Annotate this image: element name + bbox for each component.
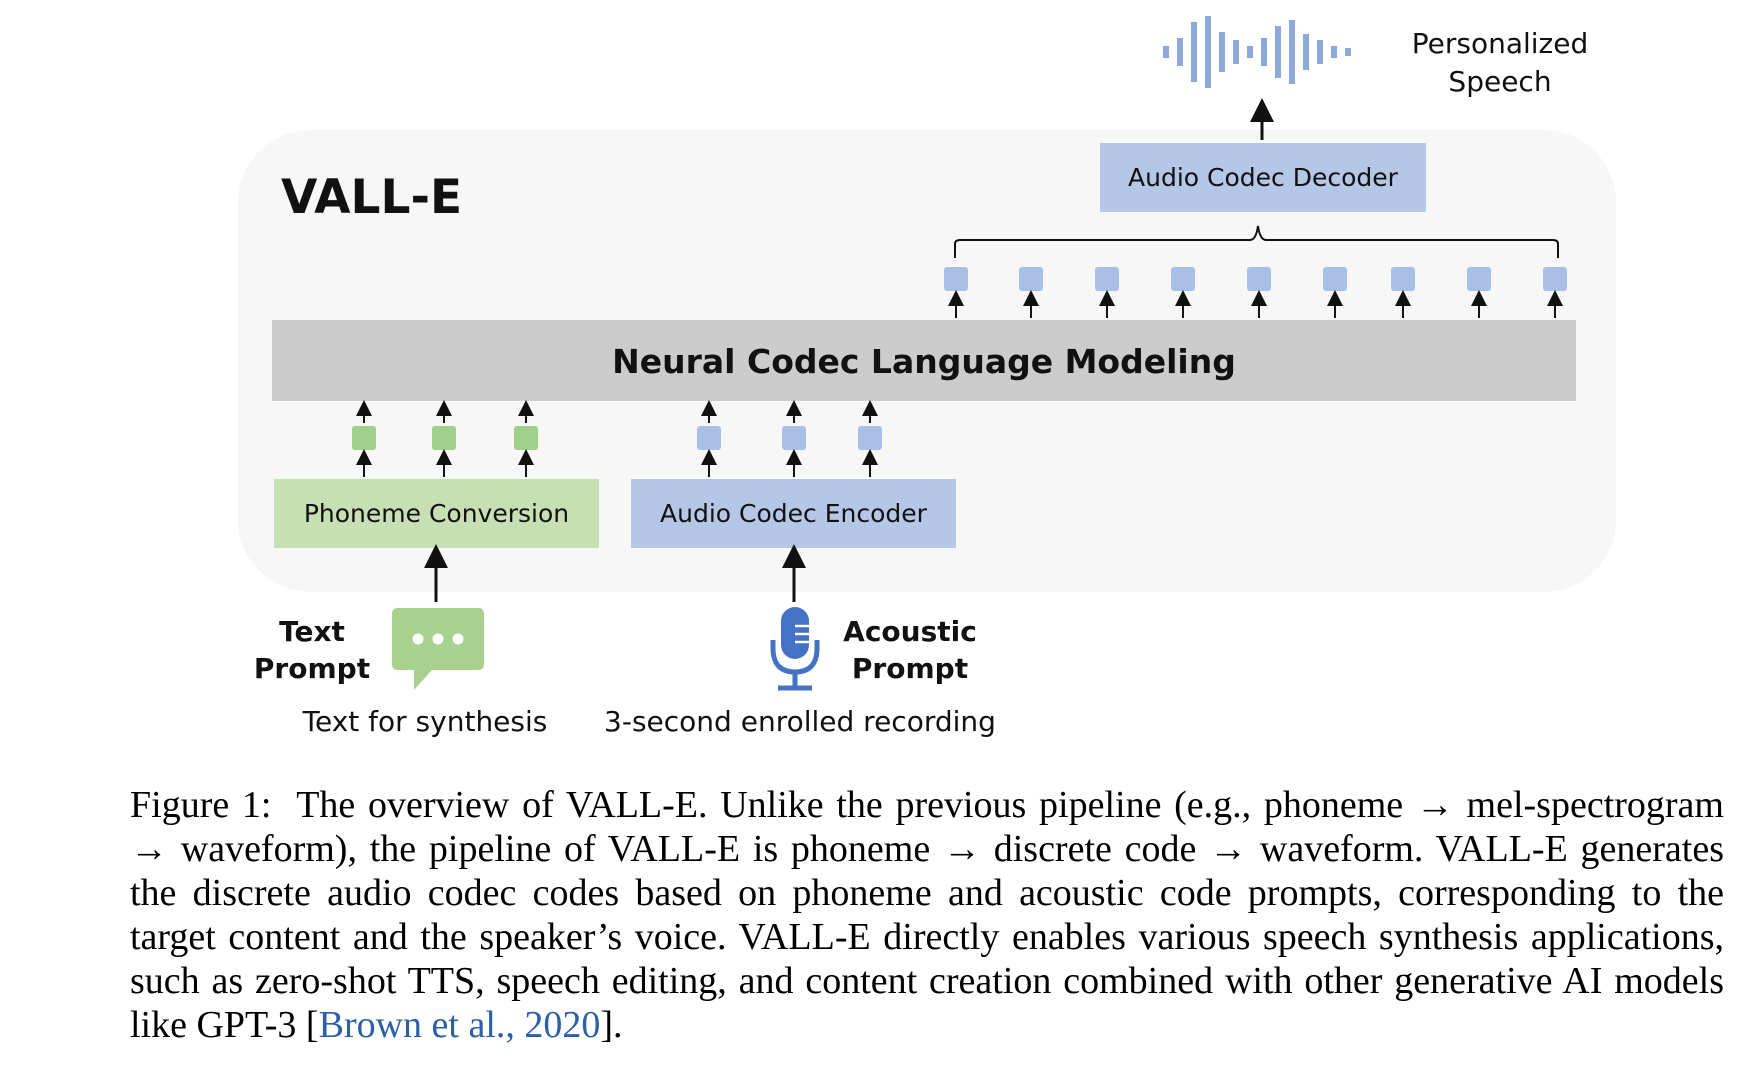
- audio-codec-decoder-block: [1100, 143, 1426, 212]
- output-token: [1391, 267, 1415, 291]
- caption-label: Figure 1:: [130, 784, 272, 826]
- chat-bubble-icon: [392, 608, 484, 690]
- waveform-icon: [1163, 16, 1351, 88]
- audio-codec-encoder-block: [631, 479, 956, 548]
- output-token: [1171, 267, 1195, 291]
- output-arrows: [948, 290, 1563, 318]
- decoder-label: Audio Codec Decoder: [1128, 163, 1398, 192]
- caption-end: ].: [600, 1004, 623, 1046]
- caption-body: The overview of VALL-E. Unlike the previ…: [130, 784, 1724, 1046]
- output-label-line1: Personalized: [1411, 27, 1589, 60]
- output-token: [1467, 267, 1491, 291]
- citation-link[interactable]: Brown et al., 2020: [318, 1004, 601, 1046]
- acoustic-token: [697, 426, 721, 450]
- output-label-line2: Speech: [1448, 65, 1552, 98]
- text-prompt-line1: Text: [279, 615, 345, 648]
- phoneme-token: [432, 426, 456, 450]
- text-input-description: Text for synthesis: [302, 705, 548, 738]
- phoneme-conversion-block: [274, 479, 599, 548]
- decoder-bracket: [954, 225, 1559, 258]
- acoustic-token: [858, 426, 882, 450]
- output-token: [1543, 267, 1567, 291]
- phoneme-arrows: [356, 400, 534, 477]
- diagram-graphics: [272, 16, 1576, 691]
- acoustic-arrows: [701, 400, 878, 477]
- acoustic-prompt-line2: Prompt: [851, 652, 969, 685]
- output-tokens: [944, 267, 1567, 291]
- phoneme-tokens: [352, 426, 538, 450]
- phoneme-token: [352, 426, 376, 450]
- phoneme-label: Phoneme Conversion: [303, 499, 570, 528]
- output-token: [1323, 267, 1347, 291]
- encoder-label: Audio Codec Encoder: [660, 499, 927, 528]
- model-label: Neural Codec Language Modeling: [612, 342, 1236, 381]
- acoustic-token: [782, 426, 806, 450]
- output-token: [1247, 267, 1271, 291]
- vall-e-diagram: VALL-E Audio Codec Decoder Neural Codec …: [253, 16, 1589, 738]
- neural-codec-lm-block: [272, 320, 1576, 401]
- text-prompt-line2: Prompt: [253, 652, 371, 685]
- output-token: [1095, 267, 1119, 291]
- output-token: [1019, 267, 1043, 291]
- audio-input-description: 3-second enrolled recording: [604, 705, 996, 738]
- acoustic-prompt-line1: Acoustic: [843, 615, 977, 648]
- acoustic-tokens: [697, 426, 882, 450]
- system-title: VALL-E: [281, 170, 463, 225]
- output-token: [944, 267, 968, 291]
- phoneme-token: [514, 426, 538, 450]
- figure-caption: Figure 1: The overview of VALL-E. Unlike…: [130, 783, 1724, 1047]
- microphone-icon: [770, 607, 820, 691]
